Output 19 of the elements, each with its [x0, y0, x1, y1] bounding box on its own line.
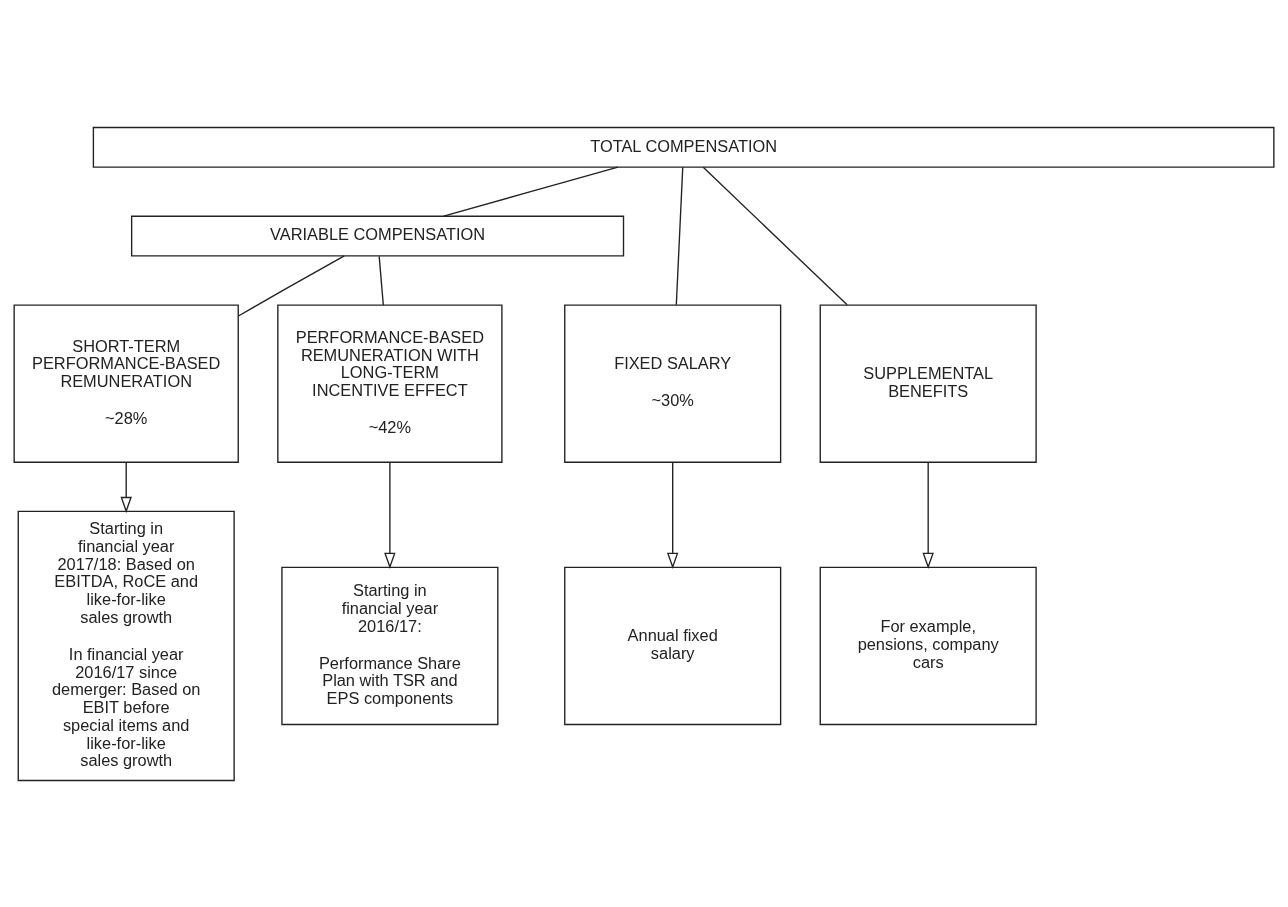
node-box: PERFORMANCE-BASED REMUNERATION WITH LONG-TERM INCENTIVE EFFECT ~42% [277, 303, 503, 463]
connector [442, 165, 619, 217]
arrow [384, 461, 396, 569]
connector [702, 166, 848, 305]
arrow [922, 461, 934, 569]
node-box: SUPPLEMENTAL BENEFITS [819, 303, 1037, 463]
node-box: SHORT-TERM PERFORMANCE-BASED REMUNERATION ~28% [13, 303, 239, 463]
node-box: FIXED SALARY ~30% [564, 303, 782, 463]
node-box: Annual fixed salary [564, 566, 782, 725]
arrow [120, 461, 132, 513]
arrow [666, 461, 679, 569]
connector [675, 166, 684, 305]
node-box: Starting in financial year 2017/18: Based on EBITDA, RoCE and like-for-like sales growth In financial year 2016/17 since demerger: Based on EBIT before special items and like-for-like sales growth [17, 510, 235, 781]
node-box: VARIABLE COMPENSATION [130, 215, 625, 257]
node-box: TOTAL COMPENSATION [92, 126, 1275, 168]
connector [237, 254, 345, 317]
node-box: For example, pensions, company cars [819, 566, 1037, 725]
connector [378, 255, 384, 306]
node-box: Starting in financial year 2016/17: Performance Share Plan with TSR and EPS components [281, 566, 499, 725]
